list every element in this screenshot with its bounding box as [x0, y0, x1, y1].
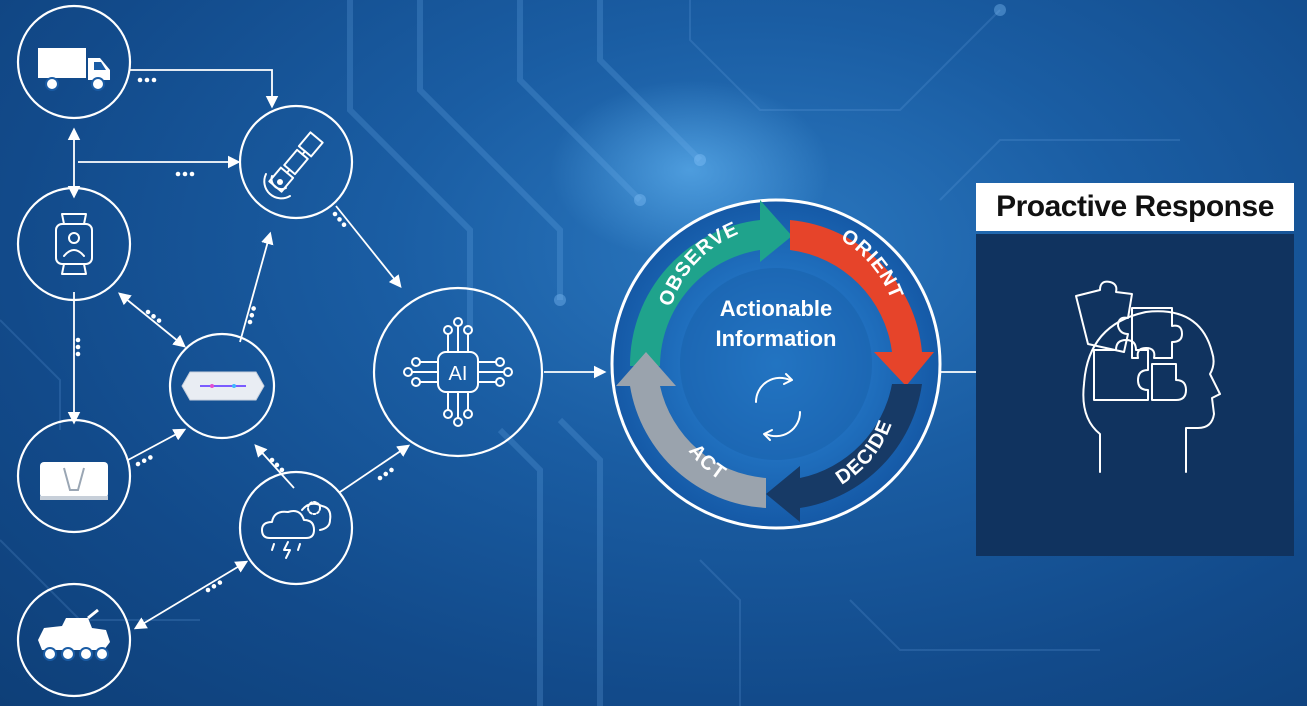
sensor-node — [168, 332, 276, 440]
weather-node — [238, 470, 354, 586]
armored-vehicle-icon — [38, 608, 110, 661]
ai-chip-icon: AI — [403, 317, 513, 427]
connections — [67, 69, 993, 630]
center-line-2: Information — [716, 326, 837, 351]
head-puzzle-icon — [1075, 280, 1221, 473]
smartwatch-icon — [55, 213, 93, 275]
smartwatch-node — [16, 186, 132, 302]
proactive-response-panel — [976, 234, 1294, 556]
ai-node: AI — [372, 286, 544, 458]
scale-node — [16, 418, 132, 534]
weather-icon — [261, 501, 332, 559]
orient-segment — [790, 220, 934, 386]
observe-segment — [629, 200, 792, 366]
scale-device-icon — [40, 462, 108, 500]
truck-node — [16, 4, 132, 120]
refresh-cycle-icon — [754, 373, 802, 441]
dot-indicators — [75, 77, 394, 593]
decide-segment — [766, 384, 922, 522]
sensor-device-icon — [181, 371, 265, 401]
center-line-1: Actionable — [720, 296, 832, 321]
truck-icon — [38, 48, 110, 91]
vehicle-node — [16, 582, 132, 698]
ooda-loop: OBSERVE ORIENT DECIDE ACT Actionable Inf… — [610, 198, 942, 530]
ai-label: AI — [449, 363, 468, 385]
proactive-response-title: Proactive Response — [976, 183, 1294, 231]
satellite-node — [238, 104, 354, 220]
act-segment — [616, 352, 766, 508]
